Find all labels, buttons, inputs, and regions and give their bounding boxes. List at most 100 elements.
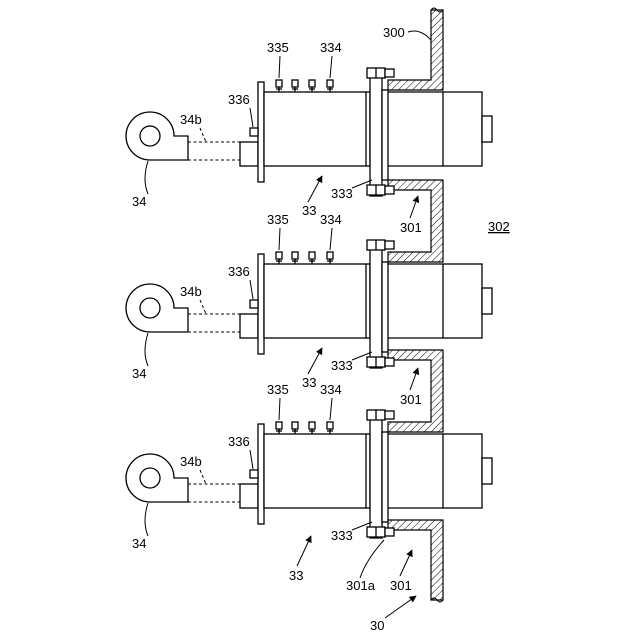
sensor-cap xyxy=(276,80,282,87)
arrow-body xyxy=(297,536,311,566)
bolt-1 xyxy=(367,68,394,78)
sensor-cap xyxy=(292,252,298,259)
bolt-nut xyxy=(385,186,394,194)
bolt-nut xyxy=(385,241,394,249)
label-body: 33 xyxy=(289,568,303,583)
sensor-1 xyxy=(276,422,282,434)
label-tab: 336 xyxy=(228,434,250,449)
label-bracket: 301 xyxy=(390,578,412,593)
main-body xyxy=(264,264,370,338)
label-flange: 333 xyxy=(331,528,353,543)
main-body xyxy=(264,92,370,166)
leader-bracket-sub xyxy=(360,540,384,578)
bolt-1 xyxy=(367,240,394,250)
sensor-2 xyxy=(292,422,298,434)
arrow-body xyxy=(308,176,322,202)
label-body: 33 xyxy=(302,375,316,390)
inlet-pipe xyxy=(240,142,258,166)
leader-sensor-b xyxy=(330,398,332,420)
flange-back xyxy=(382,90,388,180)
sensor-4 xyxy=(327,252,333,264)
label-flange: 333 xyxy=(331,358,353,373)
label-sensor-b: 334 xyxy=(320,40,342,55)
label-bracket: 301 xyxy=(400,392,422,407)
label-sensor-b: 334 xyxy=(320,382,342,397)
label-bracket-sub: 301a xyxy=(346,578,376,593)
label-sensor-a: 335 xyxy=(267,382,289,397)
arrow-bracket xyxy=(400,550,412,576)
bolt-nut xyxy=(385,411,394,419)
fan-housing xyxy=(126,454,188,502)
inlet-pipe xyxy=(240,314,258,338)
flange-plate xyxy=(370,72,382,196)
flange-back xyxy=(382,432,388,522)
leader-fan xyxy=(145,333,148,366)
sensor-1 xyxy=(276,80,282,92)
leader-duct xyxy=(200,128,206,142)
inlet-pipe xyxy=(240,484,258,508)
flange-plate xyxy=(370,244,382,368)
label-sensor-a: 335 xyxy=(267,40,289,55)
sensor-2 xyxy=(292,80,298,92)
label-tab: 336 xyxy=(228,264,250,279)
sensor-4 xyxy=(327,422,333,434)
sensor-2 xyxy=(292,252,298,264)
sensor-cap xyxy=(292,422,298,429)
bolt-2 xyxy=(367,527,394,537)
sensor-cap xyxy=(327,80,333,87)
sensor-cap xyxy=(276,422,282,429)
arrow-bracket xyxy=(410,196,418,218)
leader-tab xyxy=(250,280,253,299)
left-plate xyxy=(258,424,264,524)
left-plate xyxy=(258,82,264,182)
label-fan: 34 xyxy=(132,366,146,381)
leader-tab xyxy=(250,450,253,469)
bolt-2 xyxy=(367,357,394,367)
label-bracket: 301 xyxy=(400,220,422,235)
leader-duct xyxy=(200,470,206,484)
motor-shaft xyxy=(482,288,492,314)
main-body xyxy=(264,434,370,508)
label-sensor-b: 334 xyxy=(320,212,342,227)
sensor-cap xyxy=(276,252,282,259)
leader-fan xyxy=(145,503,148,536)
label-duct: 34b xyxy=(180,112,202,127)
label-wall: 300 xyxy=(383,25,405,40)
sensor-1 xyxy=(276,252,282,264)
left-plate xyxy=(258,254,264,354)
sensor-cap xyxy=(309,252,315,259)
label-duct: 34b xyxy=(180,284,202,299)
sensor-3 xyxy=(309,80,315,92)
tab-336 xyxy=(250,470,258,478)
fan-housing xyxy=(126,284,188,332)
label-flange: 333 xyxy=(331,186,353,201)
bolt-nut xyxy=(385,358,394,366)
motor-shaft xyxy=(482,116,492,142)
label-sensor-a: 335 xyxy=(267,212,289,227)
leader-sensor-a xyxy=(279,228,280,250)
tab-336 xyxy=(250,300,258,308)
bolt-nut xyxy=(385,528,394,536)
label-fan: 34 xyxy=(132,536,146,551)
sensor-cap xyxy=(292,80,298,87)
bolt-nut xyxy=(385,69,394,77)
label-duct: 34b xyxy=(180,454,202,469)
sensor-3 xyxy=(309,252,315,264)
sensor-cap xyxy=(309,80,315,87)
label-body: 33 xyxy=(302,203,316,218)
sensor-cap xyxy=(327,422,333,429)
motor-housing xyxy=(443,434,482,508)
bolt-1 xyxy=(367,410,394,420)
flange-plate xyxy=(370,414,382,538)
sensor-cap xyxy=(309,422,315,429)
leader-sensor-b xyxy=(330,228,332,250)
motor-housing xyxy=(443,92,482,166)
wall-300 xyxy=(388,8,443,602)
arrow-body xyxy=(308,348,322,374)
label-assembly: 30 xyxy=(370,618,384,633)
sensor-4 xyxy=(327,80,333,92)
leader-fan xyxy=(145,161,148,194)
leader-duct xyxy=(200,300,206,314)
